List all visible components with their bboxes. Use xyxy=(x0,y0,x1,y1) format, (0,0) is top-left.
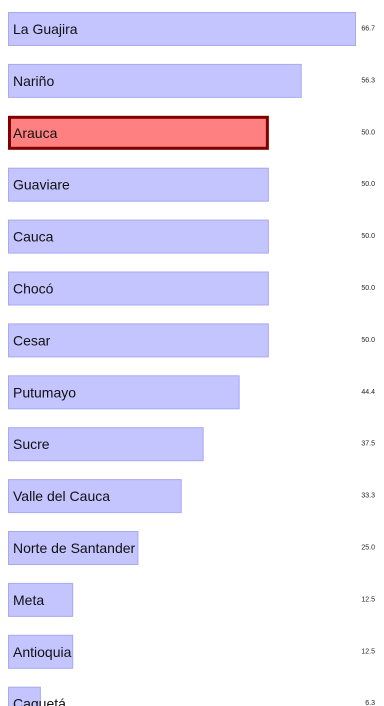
bar-cauca xyxy=(8,219,269,254)
bar-choco xyxy=(8,271,269,306)
category-label-narino: Nariño xyxy=(13,73,54,89)
bar-caqueta xyxy=(8,686,41,706)
category-label-antioquia: Antioquia xyxy=(13,644,72,660)
category-label-cesar: Cesar xyxy=(13,332,51,348)
value-label-arauca: 50.0 xyxy=(361,129,375,136)
bar-narino xyxy=(8,63,302,98)
value-label-cauca: 50.0 xyxy=(361,233,375,240)
value-label-narino: 56.3 xyxy=(361,77,375,84)
value-label-la-guajira: 66.7 xyxy=(361,26,375,33)
category-label-caqueta: Caquetá xyxy=(13,696,66,706)
value-label-caqueta: 6.3 xyxy=(365,700,375,706)
category-label-la-guajira: La Guajira xyxy=(13,21,78,37)
bar-antioquia xyxy=(8,634,74,669)
value-label-cesar: 50.0 xyxy=(361,337,375,344)
bar-meta xyxy=(8,582,74,617)
category-label-valle-del-cauca: Valle del Cauca xyxy=(13,488,110,504)
bar-valle-del-cauca xyxy=(8,479,182,514)
bar-la-guajira xyxy=(8,12,356,46)
value-label-choco: 50.0 xyxy=(361,285,375,292)
bar-arauca xyxy=(8,115,269,150)
category-label-sucre: Sucre xyxy=(13,436,50,452)
category-label-cauca: Cauca xyxy=(13,229,54,245)
category-label-meta: Meta xyxy=(13,592,44,608)
value-label-guaviare: 50.0 xyxy=(361,181,375,188)
category-label-norte-de-santander: Norte de Santander xyxy=(13,540,136,556)
category-label-putumayo: Putumayo xyxy=(13,384,76,400)
category-label-choco: Chocó xyxy=(13,281,54,297)
bar-putumayo xyxy=(8,375,240,410)
value-label-putumayo: 44.4 xyxy=(361,389,375,396)
bar-cesar xyxy=(8,323,269,358)
category-label-guaviare: Guaviare xyxy=(13,177,70,193)
category-label-arauca: Arauca xyxy=(13,125,58,141)
value-label-valle-del-cauca: 33.3 xyxy=(361,493,375,500)
value-label-antioquia: 12.5 xyxy=(361,648,375,655)
bar-sucre xyxy=(8,427,204,462)
bar-norte-de-santander xyxy=(8,531,139,565)
value-label-sucre: 37.5 xyxy=(361,441,375,448)
value-label-meta: 12.5 xyxy=(361,596,375,603)
value-label-norte-de-santander: 25.0 xyxy=(361,545,375,552)
bar-guaviare xyxy=(8,167,269,202)
